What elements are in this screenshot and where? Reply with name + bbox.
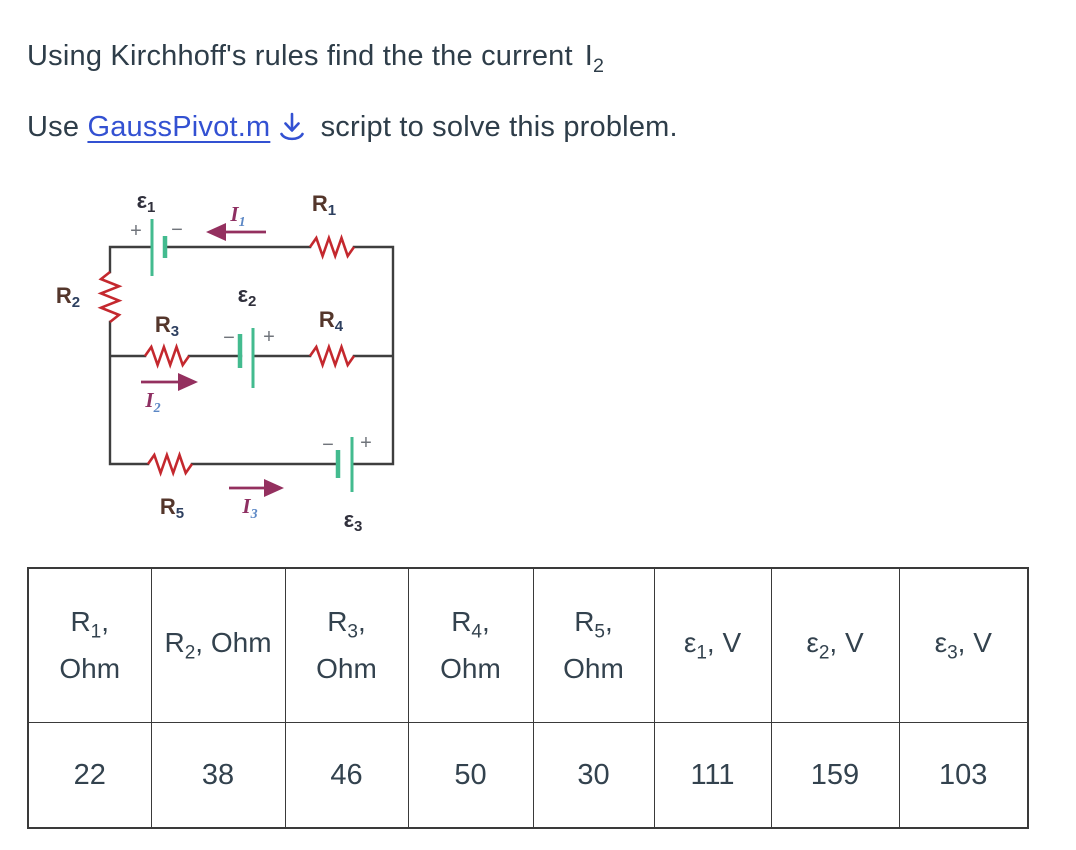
battery-eps2-label: ε2 [238, 282, 257, 310]
table-header-r1: R1,Ohm [27, 567, 152, 723]
battery-eps3-plus-sign: + [360, 432, 372, 454]
table-header-r5: R5,Ohm [532, 567, 655, 723]
table-header-r3: R3,Ohm [284, 567, 409, 723]
battery-eps2-minus-sign: − [223, 327, 235, 349]
current-arrow-i2: I2 [141, 373, 198, 416]
table-value-row: 22 38 46 50 30 111 159 103 [27, 722, 1029, 829]
battery-eps1-plus-sign: + [130, 220, 142, 242]
table-header-eps1: ε1, V [653, 567, 772, 723]
table-value-r5: 30 [532, 722, 655, 829]
table-header-r4: R4,Ohm [407, 567, 534, 723]
battery-eps3-label: ε3 [344, 507, 363, 535]
instruction-prefix: Use [27, 111, 88, 143]
circuit-wires [108, 245, 395, 466]
values-table: R1,Ohm R2, Ohm R3,Ohm R4,Ohm R5,Ohm ε1, … [27, 567, 1029, 829]
table-header-r2: R2, Ohm [150, 567, 286, 723]
table-value-r4: 50 [407, 722, 534, 829]
current-arrow-i1: I1 [206, 202, 266, 241]
battery-eps3: − + ε3 [322, 432, 372, 535]
values-table-wrap: R1,Ohm R2, Ohm R3,Ohm R4,Ohm R5,Ohm ε1, … [27, 567, 1029, 829]
table-header-row: R1,Ohm R2, Ohm R3,Ohm R4,Ohm R5,Ohm ε1, … [27, 567, 1029, 723]
download-icon[interactable] [277, 110, 307, 144]
table-value-r1: 22 [27, 722, 152, 829]
instruction-line: Use GaussPivot.m script to solve this pr… [27, 110, 678, 144]
problem-statement-text: Using Kirchhoff's rules find the the cur… [27, 40, 573, 72]
table-header-eps3: ε3, V [898, 567, 1029, 723]
problem-statement: Using Kirchhoff's rules find the the cur… [27, 40, 604, 78]
resistor-label-r2: R2 [56, 283, 80, 311]
battery-eps1-label: ε1 [137, 188, 156, 216]
current-label-i1: I1 [229, 202, 245, 230]
resistor-r3-zigzag [143, 343, 191, 369]
circuit-diagram: + − ε1 − + ε2 − + ε3 R1 R2 R3 R4 R5 I1 I… [56, 188, 395, 535]
battery-eps3-minus-sign: − [322, 434, 334, 456]
table-header-eps2: ε2, V [770, 567, 900, 723]
table-value-eps1: 111 [653, 722, 772, 829]
resistor-label-r5: R5 [160, 494, 184, 522]
current-label-i3: I3 [241, 494, 257, 522]
resistor-r5-zigzag [146, 451, 194, 477]
current-arrow-i3: I3 [229, 479, 284, 522]
resistor-label-r1: R1 [312, 191, 336, 219]
table-value-r3: 46 [284, 722, 409, 829]
resistor-label-r4: R4 [319, 307, 344, 335]
resistor-r1-zigzag [308, 234, 356, 260]
battery-eps2-plus-sign: + [263, 326, 275, 348]
resistor-r2-zigzag [97, 270, 123, 324]
battery-eps2: − + ε2 [223, 282, 275, 388]
battery-eps1: + − ε1 [130, 188, 183, 276]
table-value-eps2: 159 [770, 722, 900, 829]
resistor-r4-zigzag [308, 343, 356, 369]
current-symbol-i2: I2 [584, 40, 605, 77]
table-value-eps3: 103 [898, 722, 1029, 829]
instruction-suffix: script to solve this problem. [312, 111, 678, 143]
table-value-r2: 38 [150, 722, 286, 829]
current-label-i2: I2 [144, 388, 160, 416]
battery-eps1-minus-sign: − [171, 219, 183, 241]
gausspivot-link[interactable]: GaussPivot.m [87, 111, 271, 143]
resistor-label-r3: R3 [155, 312, 179, 340]
